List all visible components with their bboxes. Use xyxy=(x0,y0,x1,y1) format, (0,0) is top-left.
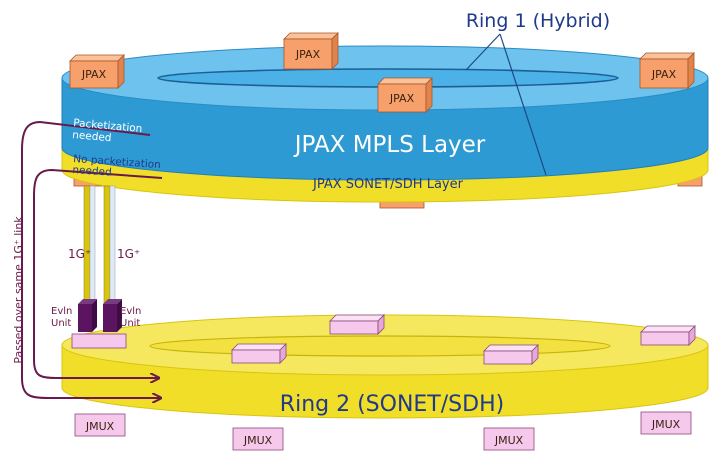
packetization-label: Packetization needed xyxy=(72,117,146,147)
jmux-node xyxy=(231,343,287,364)
jpax-node: JPAX xyxy=(69,54,125,89)
link-cables xyxy=(83,185,116,305)
ring-1 xyxy=(61,45,709,203)
jmux-node: JMUX xyxy=(232,427,284,451)
side-link-label: Passed over same 1G⁺ link xyxy=(12,216,25,364)
jmux-label: JMUX xyxy=(243,434,273,447)
jpax-node: JPAX xyxy=(639,52,695,89)
evln-label-line: Evln xyxy=(120,306,141,317)
jmux-label: JMUX xyxy=(494,434,524,447)
evln-label-right: Evln Unit xyxy=(120,306,145,329)
ring-2 xyxy=(61,314,709,419)
jmux-bottom-nodes: JMUX JMUX JMUX JMUX xyxy=(74,411,692,451)
sonet-layer-label: JPAX SONET/SDH Layer xyxy=(312,177,464,192)
no-packetization-label: No packetization needed xyxy=(72,153,164,182)
jpax-label: JPAX xyxy=(295,48,321,61)
jmux-node: JMUX xyxy=(483,427,535,451)
link-label-right: 1G⁺ xyxy=(117,247,140,261)
evln-label-line: Unit xyxy=(51,318,71,329)
ring-1-callout xyxy=(465,33,547,176)
jmux-label: JMUX xyxy=(651,418,681,431)
evln-label-line: Unit xyxy=(120,318,140,329)
jpax-label: JPAX xyxy=(389,92,415,105)
evln-label-left: Evln Unit xyxy=(51,306,76,329)
evln-label-line: Evln xyxy=(51,306,72,317)
jpax-node: JPAX xyxy=(377,77,433,113)
evln-units xyxy=(71,299,127,349)
jmux-node xyxy=(483,344,539,365)
jpax-label: JPAX xyxy=(81,68,107,81)
jmux-node: JMUX xyxy=(640,411,692,435)
ring-1-title: Ring 1 (Hybrid) xyxy=(466,10,610,32)
jpax-top-nodes: JPAX JPAX JPAX JPAX xyxy=(69,32,695,113)
jmux-node xyxy=(640,325,696,346)
jmux-node xyxy=(329,314,385,335)
jpax-label: JPAX xyxy=(651,68,677,81)
packetization-arrow xyxy=(21,120,160,398)
no-packetization-arrow xyxy=(33,168,163,378)
ring-2-title: Ring 2 (SONET/SDH) xyxy=(280,392,504,417)
mpls-layer-label: JPAX MPLS Layer xyxy=(293,132,486,158)
link-label-left: 1G⁺ xyxy=(68,247,91,261)
jmux-label: JMUX xyxy=(85,420,115,433)
jmux-top-nodes xyxy=(231,314,696,365)
traffic-arrows xyxy=(21,120,163,398)
jmux-node: JMUX xyxy=(74,413,126,437)
jpax-node: JPAX xyxy=(283,32,339,70)
